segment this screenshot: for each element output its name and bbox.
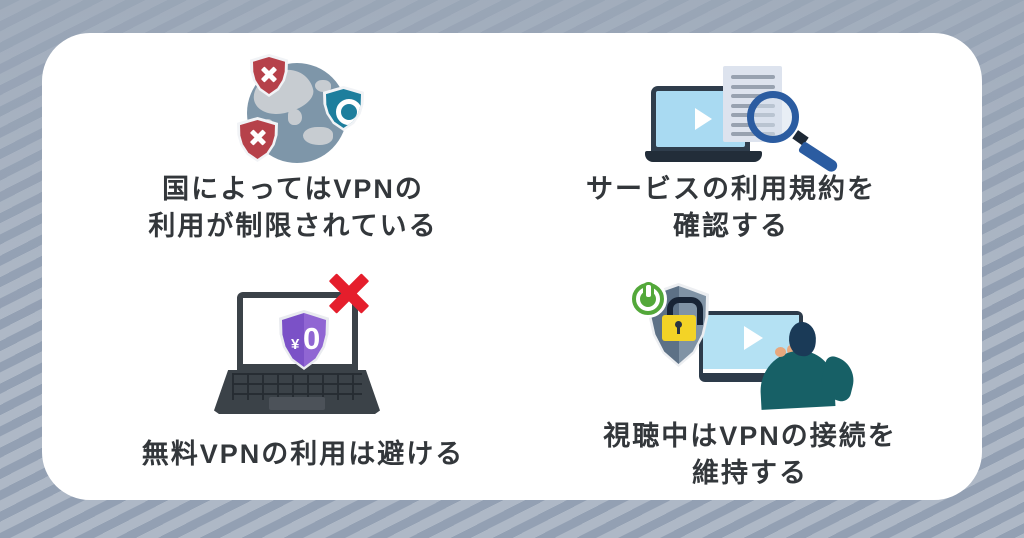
tip-caption-country-restrictions: 国によってはVPNの 利用が制限されている — [118, 171, 468, 245]
free-vpn-shield-icon: ¥ 0 — [279, 310, 329, 370]
caption-line: サービスの利用規約を — [586, 174, 876, 204]
tip-caption-avoid-free-vpn: 無料VPNの利用は避ける — [128, 436, 478, 473]
content-card — [42, 33, 982, 500]
zero-amount: 0 — [303, 321, 321, 356]
caption-line: 維持する — [692, 458, 808, 488]
caption-line: 国によってはVPNの — [162, 174, 424, 204]
padlock-shackle — [666, 297, 703, 325]
blocked-shield-icon — [237, 117, 278, 162]
magnifier-icon — [747, 91, 799, 143]
globe-landmass — [315, 80, 331, 92]
play-icon — [694, 108, 712, 130]
tip-caption-keep-connected: 視聴中はVPNの接続を 維持する — [575, 418, 925, 492]
globe-landmass — [303, 127, 333, 145]
yen-symbol: ¥ — [291, 336, 300, 353]
viewer-hand — [775, 347, 786, 357]
viewer-face — [787, 345, 794, 355]
caption-line: 確認する — [673, 211, 789, 241]
caption-line: 視聴中はVPNの接続を — [603, 421, 897, 451]
keyboard-keys — [232, 373, 362, 400]
allowed-shield-icon — [323, 86, 364, 131]
caption-line: 無料VPNの利用は避ける — [141, 439, 465, 469]
laptop-base — [645, 151, 762, 162]
touchpad — [269, 397, 325, 410]
padlock-icon — [661, 315, 696, 341]
globe-landmass — [288, 109, 302, 125]
play-icon — [744, 325, 763, 350]
tip-caption-check-terms: サービスの利用規約を 確認する — [556, 171, 906, 245]
laptop-keyboard — [214, 370, 380, 414]
power-button-icon — [629, 280, 667, 318]
caption-line: 利用が制限されている — [148, 211, 438, 241]
